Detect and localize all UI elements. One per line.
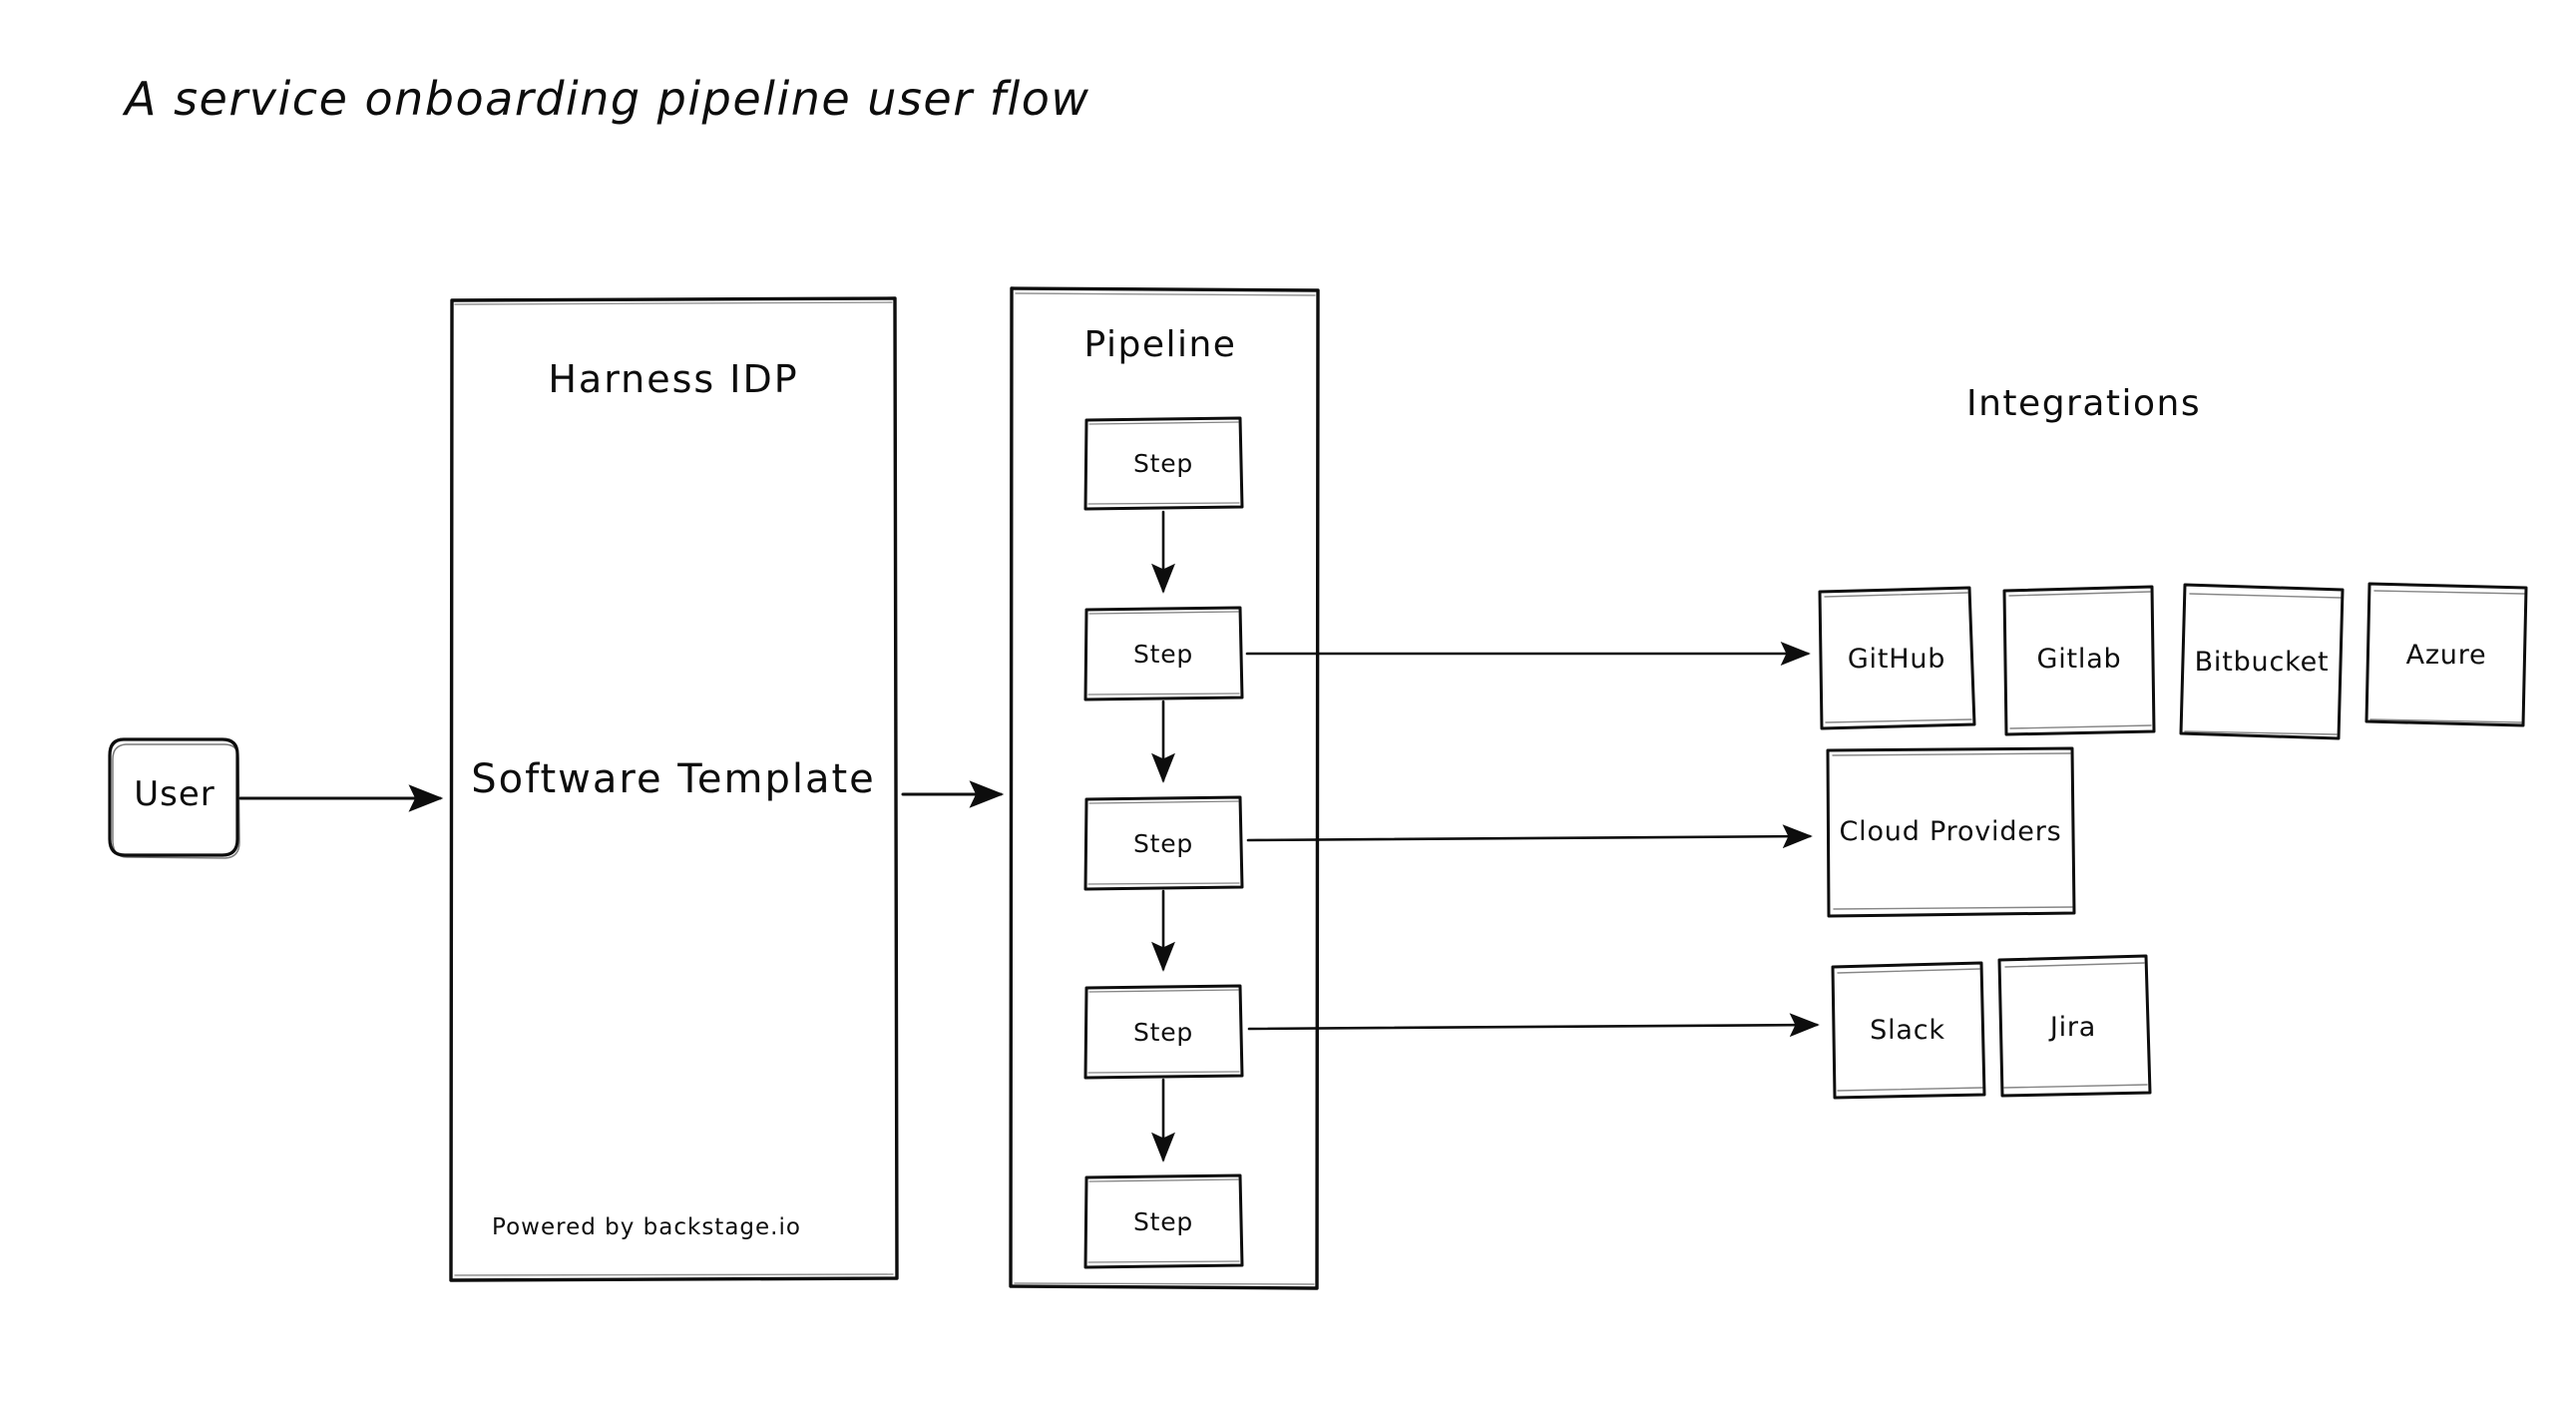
integration-node-slack[interactable] <box>1833 963 1984 1098</box>
integration-node-bitbucket[interactable] <box>2181 585 2343 738</box>
integration-label-slack: Slack <box>1870 1015 1945 1046</box>
harness-idp-title: Harness IDP <box>548 357 799 401</box>
software-template-label: Software Template <box>471 756 876 802</box>
integration-label-bitbucket: Bitbucket <box>2194 647 2330 678</box>
integration-label-azure: Azure <box>2405 640 2487 671</box>
integration-label-jira: Jira <box>2049 1012 2097 1043</box>
step-node-label-3: Step <box>1132 829 1194 858</box>
integration-node-azure[interactable] <box>2366 584 2526 725</box>
powered-by-label: Powered by backstage.io <box>492 1214 801 1240</box>
step-node-label-5: Step <box>1132 1207 1194 1236</box>
user-node[interactable] <box>110 739 237 855</box>
step-node-2[interactable] <box>1085 608 1242 700</box>
harness-idp-container[interactable] <box>451 298 897 1280</box>
integration-node-cloud-providers[interactable] <box>1828 748 2074 916</box>
step-node-label-2: Step <box>1132 640 1194 669</box>
arrow-step4-to-slack <box>1247 1013 1820 1038</box>
integration-label-gitlab: Gitlab <box>2036 644 2122 675</box>
step-node-5[interactable] <box>1085 1175 1242 1267</box>
step-node-label-4: Step <box>1132 1018 1194 1047</box>
integration-node-gitlab[interactable] <box>2004 587 2154 734</box>
page-title: A service onboarding pipeline user flow <box>125 72 1090 126</box>
step-node-label-1: Step <box>1132 449 1194 478</box>
integration-node-github[interactable] <box>1820 588 1974 728</box>
integration-label-cloud-providers: Cloud Providers <box>1839 816 2062 847</box>
integrations-title: Integrations <box>1966 383 2202 424</box>
integration-node-jira[interactable] <box>1999 956 2150 1096</box>
pipeline-title: Pipeline <box>1083 324 1237 365</box>
user-node-label: User <box>134 774 215 814</box>
step-node-1[interactable] <box>1085 418 1242 509</box>
arrow-step3-to-cloud-providers <box>1246 824 1813 849</box>
step-node-3[interactable] <box>1085 797 1242 889</box>
step-node-4[interactable] <box>1085 986 1242 1078</box>
integration-label-github: GitHub <box>1847 644 1946 675</box>
